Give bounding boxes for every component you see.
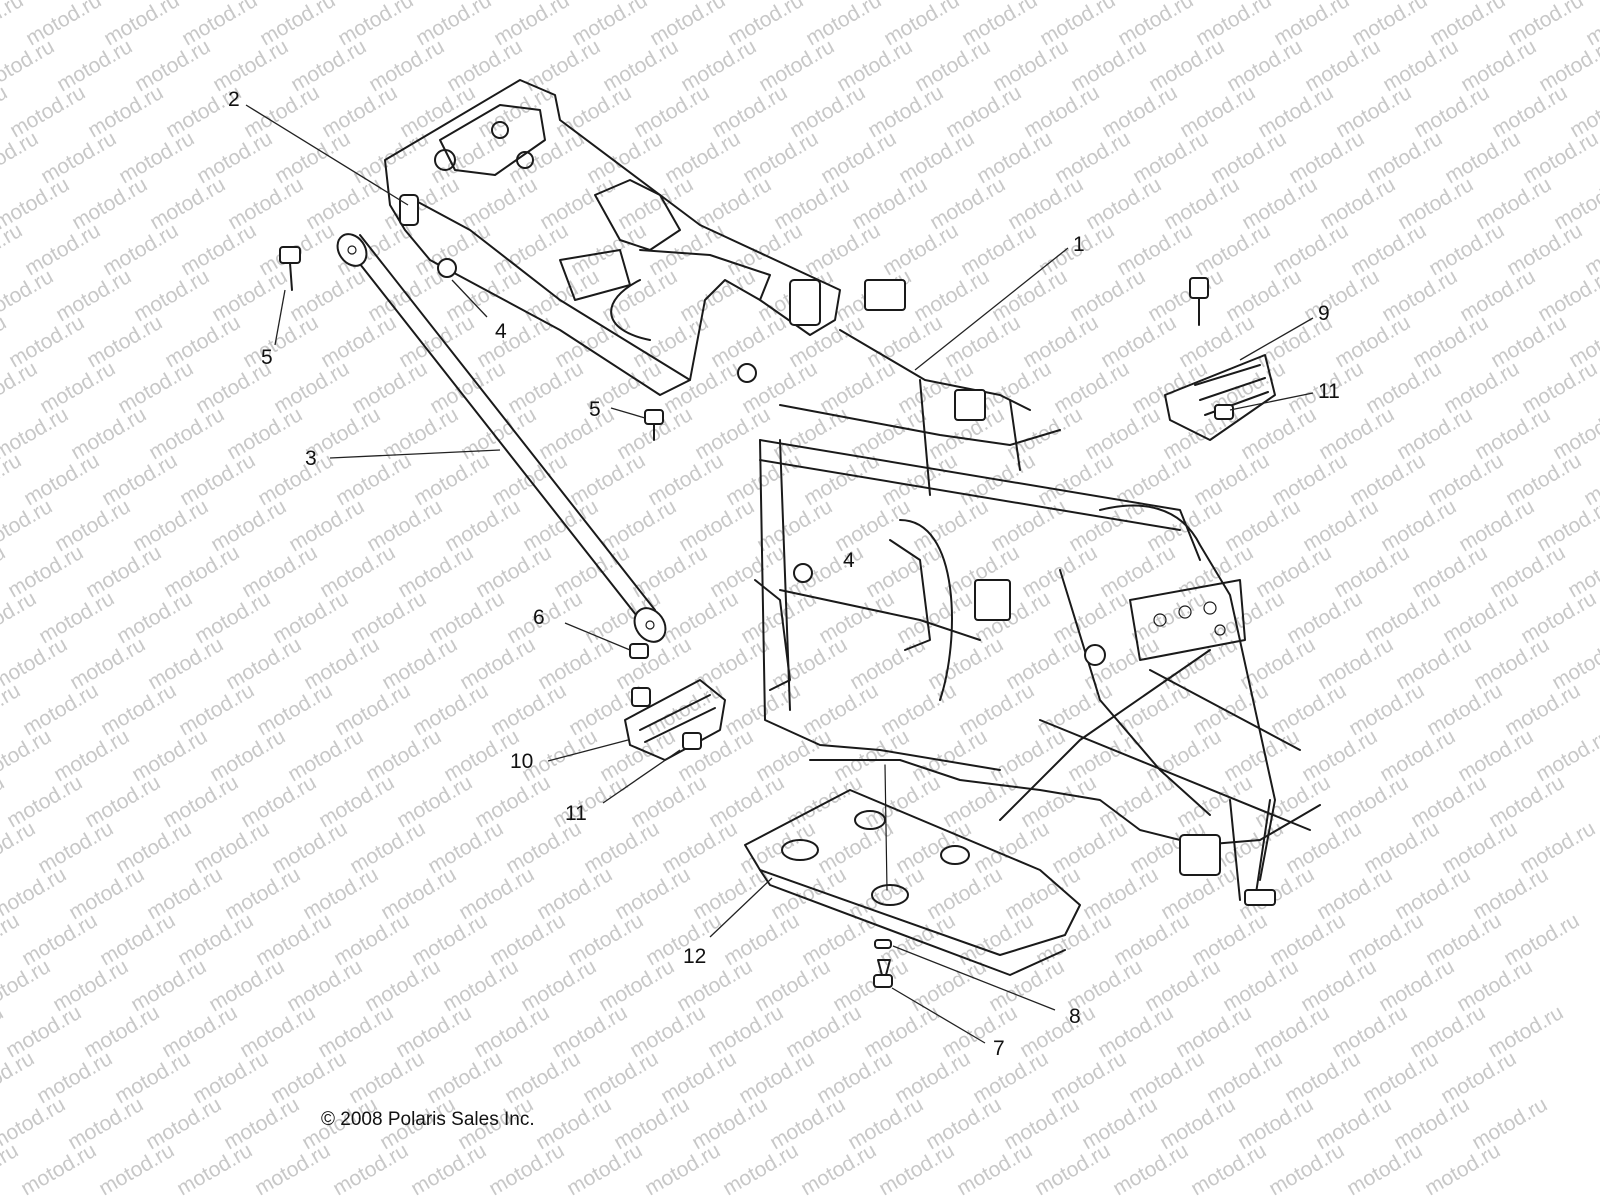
- watermark-text: motod.ru: [0, 541, 9, 602]
- watermark-text: motod.ru: [485, 1139, 568, 1200]
- watermark-text: motod.ru: [0, 265, 57, 326]
- callout-9: 9: [1318, 302, 1330, 325]
- watermark-text: motod.ru: [0, 219, 26, 280]
- watermark-text: motod.ru: [0, 81, 11, 142]
- watermark-text: motod.ru: [0, 1047, 38, 1108]
- watermark-text: motod.ru: [1187, 1139, 1270, 1200]
- watermark-text: motod.ru: [1535, 35, 1600, 96]
- watermark-text: motod.ru: [0, 311, 10, 372]
- main-frame: [754, 279, 1321, 906]
- callout-10: 10: [510, 750, 533, 773]
- watermark-text: motod.ru: [0, 127, 42, 188]
- watermark-text: motod.ru: [407, 1139, 490, 1200]
- leader-lines: [245, 104, 1314, 1044]
- skid-plate: [744, 764, 1081, 976]
- watermark-text: motod.ru: [0, 909, 23, 970]
- watermark-text: motod.ru: [17, 1139, 100, 1200]
- nut-4b: [793, 563, 813, 583]
- callout-4-lower: 4: [843, 549, 855, 572]
- callout-5-left: 5: [261, 346, 273, 369]
- watermark-text: motod.ru: [0, 817, 39, 878]
- callout-4-upper: 4: [495, 320, 507, 343]
- footrest-right: [1164, 277, 1276, 441]
- callout-11-right: 11: [1318, 380, 1340, 403]
- watermark-text: motod.ru: [953, 1139, 1036, 1200]
- watermark-text: motod.ru: [797, 1139, 880, 1200]
- watermark-text: motod.ru: [0, 1001, 7, 1062]
- watermark-text: motod.ru: [95, 1139, 178, 1200]
- watermark-text: motod.ru: [641, 1139, 724, 1200]
- watermark-text: motod.ru: [251, 1139, 334, 1200]
- watermark-text: motod.ru: [0, 495, 56, 556]
- watermark-text: motod.ru: [0, 357, 41, 418]
- bolt-6: [629, 643, 649, 659]
- watermark-text: motod.ru: [0, 449, 25, 510]
- callout-3: 3: [305, 447, 317, 470]
- callout-11-left: 11: [565, 802, 587, 825]
- callout-labels: 2 3 1 4 4 5 5 6 7 8 9 10 11 11 12: [228, 88, 1340, 1060]
- watermark-text: motod.ru: [1534, 265, 1600, 326]
- watermark-text: motod.ru: [875, 1139, 958, 1200]
- watermark-text: motod.ru: [173, 1139, 256, 1200]
- footrest-left: [624, 679, 726, 761]
- watermark-text: motod.ru: [1031, 1139, 1114, 1200]
- watermark-text: motod.ru: [1265, 1139, 1348, 1200]
- bolt-5a: [279, 246, 301, 264]
- watermark-text: motod.ru: [1109, 1139, 1192, 1200]
- tie-rod: [336, 233, 667, 643]
- callout-2: 2: [228, 88, 240, 111]
- watermark-text: motod.ru: [0, 587, 40, 648]
- watermark-text: motod.ru: [0, 679, 24, 740]
- hardware: [279, 246, 893, 988]
- watermark-text: motod.ru: [0, 725, 55, 786]
- callout-6: 6: [533, 606, 545, 629]
- watermark-text: motod.ru: [1532, 725, 1600, 786]
- callout-12: 12: [683, 945, 706, 968]
- bolt-5b: [644, 409, 664, 425]
- watermark-text: motod.ru: [0, 1139, 22, 1200]
- watermark-text: motod.ru: [563, 1139, 646, 1200]
- watermark-text: motod.ru: [0, 35, 58, 96]
- washer-8: [874, 939, 892, 949]
- watermark-text: motod.ru: [1533, 495, 1600, 556]
- nut-4a: [437, 258, 457, 278]
- watermark-text: motod.ru: [719, 1139, 802, 1200]
- rear-subframe: [384, 79, 841, 396]
- watermark-text: motod.ru: [0, 771, 8, 832]
- callout-7: 7: [993, 1037, 1005, 1060]
- watermark-text: motod.ru: [0, 955, 54, 1016]
- nut: [737, 363, 757, 383]
- callout-8: 8: [1069, 1005, 1081, 1028]
- callout-5-mid: 5: [589, 398, 601, 421]
- copyright-text: © 2008 Polaris Sales Inc.: [321, 1109, 535, 1130]
- watermark-text: motod.ru: [0, 0, 27, 50]
- watermark-text: motod.ru: [1421, 1139, 1504, 1200]
- watermark-text: motod.ru: [1596, 357, 1600, 418]
- watermark-text: motod.ru: [1343, 1139, 1426, 1200]
- watermark-text: motod.ru: [329, 1139, 412, 1200]
- callout-1: 1: [1073, 233, 1085, 256]
